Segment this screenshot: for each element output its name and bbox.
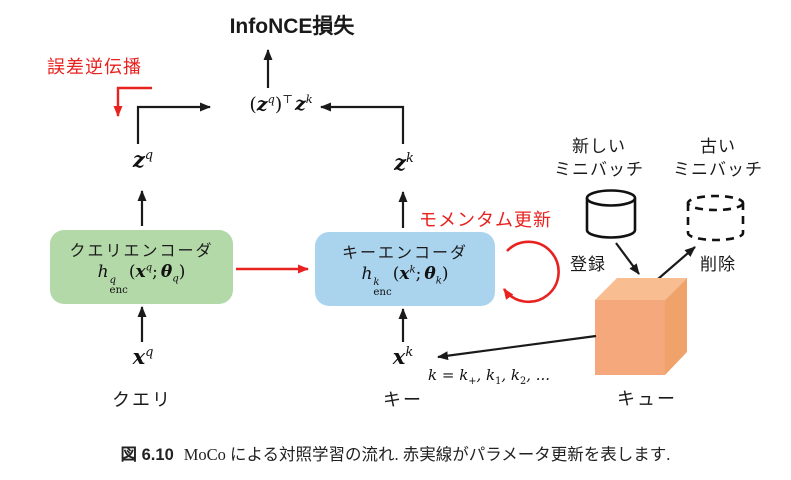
kf-x-sup: k: [409, 264, 416, 276]
xq-label: xq: [133, 344, 154, 369]
old-minibatch-cylinder-body: [686, 203, 745, 242]
xq-sup: q: [145, 345, 154, 360]
new-minibatch-cylinder-body: [585, 198, 637, 239]
ks-s3: 2: [519, 376, 527, 387]
old-minibatch-label: 古い ミニバッチ: [673, 136, 763, 182]
score-transpose: ⊤: [282, 92, 293, 106]
kf-sup: k: [373, 277, 380, 289]
ks-s1: +: [468, 376, 477, 387]
enqueue-label: 登録: [570, 255, 606, 274]
new-minibatch-label: 新しい ミニバッチ: [554, 136, 644, 182]
query-label: クエリ: [112, 390, 172, 410]
queue-cube-right: [665, 278, 687, 375]
qf-theta-sub: q: [172, 273, 179, 285]
qf-close: ): [178, 262, 186, 283]
arrow-enqueue: [615, 242, 640, 275]
old-minibatch-line2: ミニバッチ: [673, 159, 763, 179]
qf-sup: q: [109, 275, 117, 287]
kf-open: (: [392, 264, 400, 285]
query-encoder-title: クエリエンコーダ: [69, 243, 214, 261]
arrow-zk-to-score: [320, 102, 405, 144]
zq-base: z: [132, 147, 145, 172]
qf-x: x: [135, 262, 146, 283]
figure-caption: 図 6.10 MoCo による対照学習の流れ. 赤実線がパラメータ更新を表します.: [0, 441, 791, 465]
zk-base: z: [394, 150, 407, 175]
dequeue-label: 削除: [700, 255, 736, 274]
zq-label: zq: [133, 147, 153, 172]
new-minibatch-cylinder-top: [585, 189, 637, 207]
new-minibatch-line2: ミニバッチ: [554, 159, 644, 179]
old-minibatch-cylinder-top: [686, 194, 745, 212]
qf-x-sup: q: [145, 262, 153, 274]
qf-h: h: [97, 262, 109, 283]
qf-open: (: [128, 262, 136, 283]
queue-label: キュー: [617, 389, 677, 409]
zq-sup: q: [144, 148, 154, 163]
kf-theta: θ: [424, 264, 436, 285]
new-minibatch-line1: 新しい: [572, 137, 626, 156]
qf-theta: θ: [160, 262, 173, 283]
backprop-label: 誤差逆伝播: [47, 57, 142, 77]
queue-cube-front: [595, 300, 665, 375]
query-encoder-bg: [50, 230, 233, 304]
score-open-paren: (: [249, 93, 257, 116]
score-formula: (zq)⊤zk: [249, 92, 312, 115]
zk-label: zk: [394, 150, 414, 175]
xk-sup: k: [405, 345, 414, 360]
score-zk: z: [294, 93, 306, 116]
ks-t3: , k: [501, 366, 520, 384]
xk-label: xk: [393, 344, 413, 369]
momentum-label: モメンタム更新: [419, 210, 552, 230]
arrow-backprop: [113, 86, 152, 117]
key-encoder-title: キーエンコーダ: [341, 245, 468, 263]
qf-sep: ;: [152, 262, 158, 283]
arrow-dequeue: [657, 246, 696, 280]
kf-theta-sub: k: [435, 275, 442, 287]
figure-caption-number: 図 6.10: [120, 446, 174, 464]
score-zq-sup: q: [267, 92, 275, 106]
ks-t1: k = k: [428, 366, 469, 384]
ks-s2: 1: [495, 376, 502, 387]
queue-cube-top: [595, 278, 687, 300]
score-zk-sup: k: [305, 92, 313, 106]
infonce-loss-label: InfoNCE損失: [229, 15, 355, 38]
momentum-loop-arrow: [502, 240, 560, 304]
old-minibatch-line1: 古い: [700, 137, 736, 156]
arrow-queue-to-xk: [437, 334, 597, 361]
arrow-zq-to-score: [136, 102, 211, 144]
key-encoder-bg: [315, 232, 495, 306]
kf-x: x: [399, 264, 410, 285]
xq-base: x: [132, 344, 146, 369]
xk-base: x: [392, 344, 406, 369]
score-close-paren: ): [274, 93, 283, 116]
ks-t4: , ...: [526, 366, 551, 384]
key-set-formula: k = k+, k1, k2, ...: [428, 366, 550, 387]
kf-sep: ;: [415, 264, 422, 285]
ks-t2: , k: [476, 366, 496, 384]
kf-sub: enc: [373, 287, 392, 299]
zk-sup: k: [406, 151, 414, 166]
kf-close: ): [441, 264, 449, 285]
kf-h: h: [361, 264, 373, 285]
key-label: キー: [383, 390, 423, 410]
qf-sub: enc: [109, 285, 128, 297]
score-zq: z: [256, 93, 268, 116]
figure-caption-text: MoCo による対照学習の流れ. 赤実線がパラメータ更新を表します.: [183, 445, 671, 464]
